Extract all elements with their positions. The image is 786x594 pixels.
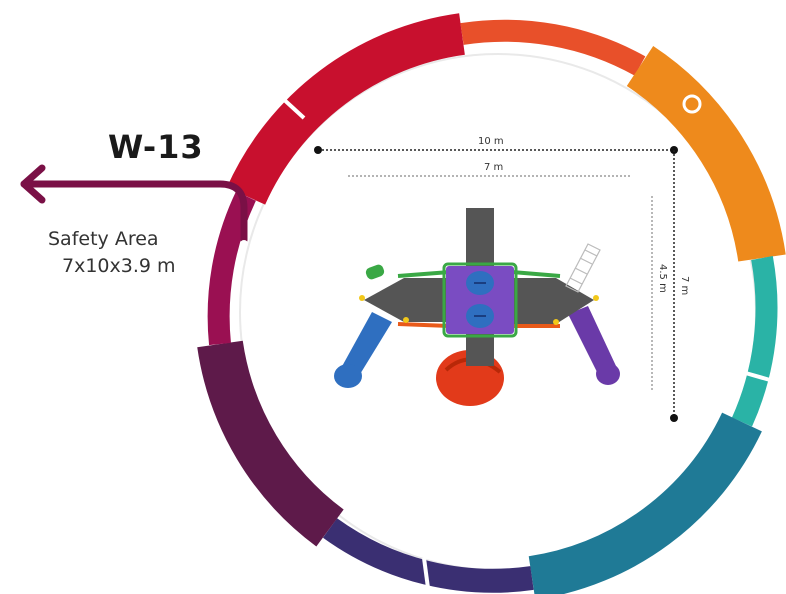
rope-ladder [565, 243, 601, 293]
ring-segment-orange [626, 45, 786, 262]
left-deck-roof [364, 278, 448, 322]
ring-segment-plum [197, 340, 344, 547]
ring-segment-magenta [207, 191, 256, 346]
dimension-outer-depth: 7 m [679, 276, 690, 295]
ring-marker-icon [682, 94, 702, 114]
model-code-label: W-13 [108, 128, 204, 166]
top-roof [466, 208, 494, 272]
safety-area-dimensions: 7x10x3.9 m [62, 255, 176, 277]
ring-separator [278, 94, 306, 120]
purple-tube-slide [568, 306, 616, 378]
ring-separator [422, 557, 430, 589]
dimension-inner-width: 7 m [484, 162, 503, 173]
safety-area-label: Safety Area [48, 228, 159, 250]
arrow-anchor-dot [240, 240, 248, 248]
ring-segment-navy [322, 518, 534, 593]
ring-segment-red [226, 13, 466, 205]
callout-arrow [20, 164, 248, 244]
ring-segment-blue [528, 412, 762, 594]
ring-segment-red-orange [460, 19, 646, 76]
green-panel [365, 264, 385, 280]
dimension-lines: 10 m 7 m 7 m 4.5 m [314, 136, 690, 422]
playground-equipment [334, 208, 620, 406]
dimension-outer-width: 10 m [478, 136, 504, 147]
ring-separator [741, 370, 771, 382]
dimension-inner-depth: 4.5 m [657, 264, 668, 293]
colored-ring [197, 13, 786, 594]
central-tower [446, 266, 514, 334]
ring-segment-teal [731, 256, 778, 427]
